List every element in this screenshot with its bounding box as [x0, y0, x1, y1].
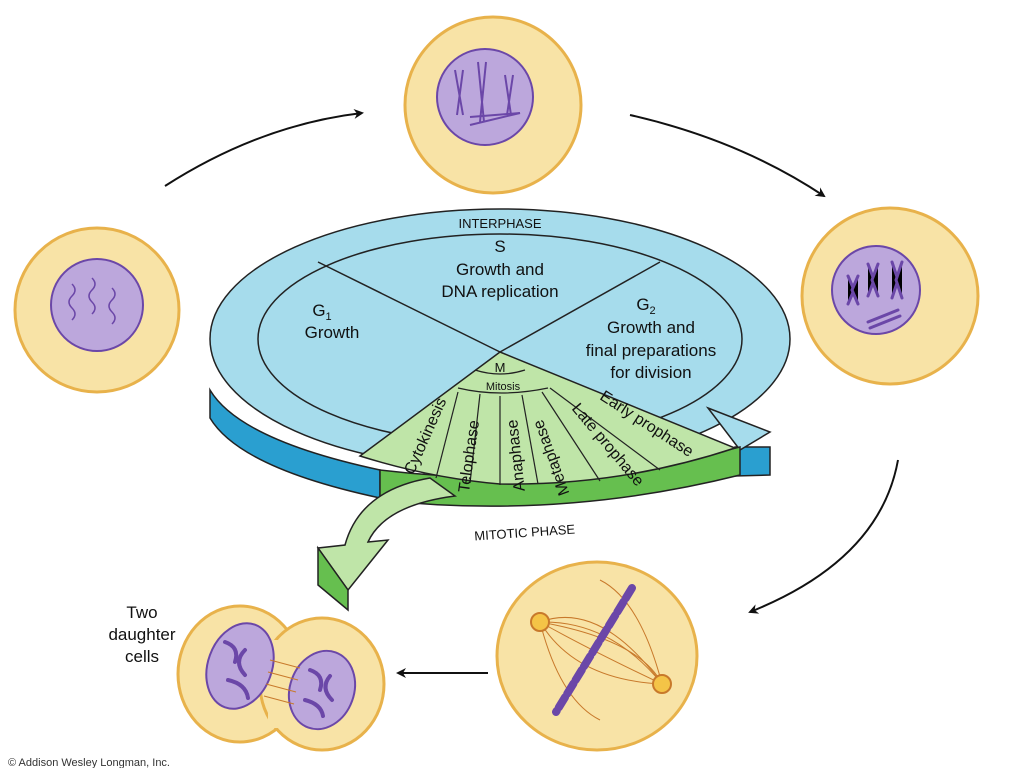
stage-divider-2 — [469, 393, 481, 484]
stage-divider-4 — [521, 394, 539, 485]
interphase-ring-arrowhead — [705, 406, 772, 451]
m-letter: M — [495, 360, 506, 375]
g2-line-3: for division — [610, 363, 691, 382]
cell-s — [403, 15, 583, 195]
mitotic-wedge-top — [358, 351, 738, 485]
replicating-dna-s — [454, 61, 521, 126]
mitosis-arc — [457, 387, 549, 394]
daughter-label-line-2: daughter — [108, 625, 175, 644]
centrosome-top — [530, 612, 550, 632]
m-inner-arc — [474, 369, 526, 375]
g1-letter: G — [312, 301, 325, 320]
divider-s-g2 — [499, 261, 661, 353]
mitosis-label: Mitosis — [486, 381, 521, 393]
g2-line-1: Growth and — [607, 318, 695, 337]
stage-divider-1 — [435, 391, 459, 479]
cell-metaphase — [495, 560, 699, 752]
s-letter: S — [494, 237, 505, 256]
mitotic-exit-arrow — [316, 477, 457, 592]
arrow-g2-to-metaphase — [748, 459, 899, 614]
mitotic-phase-label: MITOTIC PHASE — [474, 521, 576, 543]
g1-description: Growth — [305, 323, 360, 342]
daughter-label-line-3: cells — [125, 647, 159, 666]
arrow-g1-to-s — [164, 108, 364, 187]
cycle-disk — [209, 208, 791, 612]
nucleus-g1 — [50, 258, 144, 352]
divider-g1-s — [317, 261, 501, 353]
daughter-label-line-1: Two — [126, 603, 157, 622]
cell-daughters — [176, 604, 386, 752]
chromosomes-g2 — [846, 260, 904, 330]
g1-label: G1 — [312, 301, 331, 323]
g1-subscript: 1 — [326, 311, 332, 323]
interphase-label: INTERPHASE — [458, 216, 541, 231]
daughter-fibers — [263, 659, 301, 705]
g2-subscript: 2 — [650, 305, 656, 317]
g2-line-2: final preparations — [586, 341, 716, 360]
chromatin-g1 — [68, 277, 116, 325]
arrow-s-to-g2 — [629, 114, 826, 198]
s-line-1: Growth and — [456, 260, 544, 279]
metaphase-chromosomes — [552, 584, 636, 716]
nucleus-s — [436, 48, 534, 146]
stage-divider-6 — [549, 387, 661, 471]
centrosome-bottom — [652, 674, 672, 694]
g2-letter: G — [636, 295, 649, 314]
g2-label: G2 — [636, 295, 655, 317]
daughter-chromosomes — [223, 640, 334, 718]
cell-g2 — [800, 206, 980, 386]
cycle-arrows — [164, 108, 899, 678]
stage-divider-5 — [541, 391, 601, 482]
cell-g1 — [13, 226, 181, 394]
mitotic-exit-arrow-side — [317, 545, 349, 612]
s-line-2: DNA replication — [441, 282, 558, 301]
copyright-credit: © Addison Wesley Longman, Inc. — [8, 757, 170, 768]
